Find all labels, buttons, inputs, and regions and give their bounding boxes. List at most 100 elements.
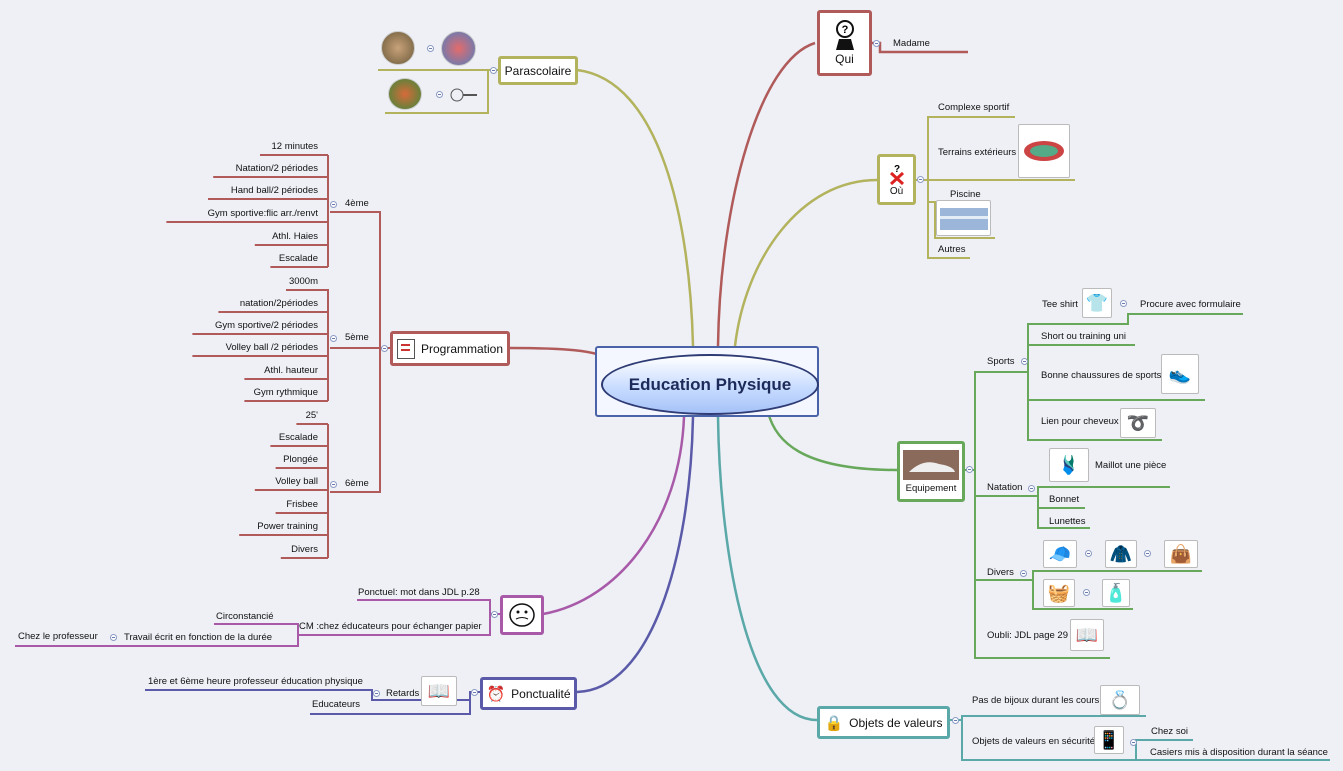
question-person-icon: ? — [835, 20, 854, 50]
ou-item-terrains: Terrains extérieurs — [938, 147, 1017, 158]
collapse-toggle[interactable] — [330, 201, 337, 208]
maillot-label: Maillot une pièce — [1095, 460, 1167, 471]
bag-icon: 👜 — [1164, 540, 1198, 568]
travail-label: Travail écrit en fonction de la durée — [124, 632, 273, 643]
svg-text:?: ? — [841, 24, 848, 36]
bottle-icon: 🧴 — [1102, 579, 1130, 607]
collapse-toggle[interactable] — [330, 335, 337, 342]
book-icon: 📖 — [421, 676, 457, 706]
collapse-toggle[interactable] — [381, 345, 388, 352]
programmation-item: 3000m — [288, 276, 318, 287]
svg-text:?: ? — [893, 164, 899, 175]
collapse-toggle[interactable] — [373, 690, 380, 697]
bonnet-label: Bonnet — [1049, 494, 1080, 505]
swimsuit-icon: 🩱 — [1049, 448, 1089, 482]
sports-label: Sports — [987, 356, 1015, 367]
natation-label: Natation — [987, 482, 1023, 493]
collapse-toggle[interactable] — [1020, 570, 1027, 577]
collapse-toggle[interactable] — [1144, 550, 1151, 557]
programmation-item: Volley ball /2 périodes — [225, 342, 318, 353]
collapse-toggle[interactable] — [491, 611, 498, 618]
programmation-item: Athl. hauteur — [264, 365, 318, 376]
oubli-label: Oubli: JDL page 29 — [987, 630, 1068, 641]
madame-label: Madame — [893, 38, 930, 49]
collapse-toggle[interactable] — [330, 481, 337, 488]
programmation-item: 25' — [305, 410, 318, 421]
collapse-toggle[interactable] — [1120, 300, 1127, 307]
retards-label: Retards — [386, 688, 420, 699]
programmation-item: Hand ball/2 périodes — [230, 185, 318, 196]
chez-prof-label: Chez le professeur — [18, 631, 98, 642]
objets-topic[interactable]: 🔒 Objets de valeurs — [817, 706, 950, 739]
objets-label: Objets de valeurs — [849, 715, 943, 730]
central-topic[interactable]: Education Physique — [595, 346, 819, 417]
lock-icon: 🔒 — [824, 714, 844, 732]
collapse-toggle[interactable] — [966, 466, 973, 473]
collapse-toggle[interactable] — [1028, 485, 1035, 492]
ou-item-autres: Autres — [938, 244, 966, 255]
collapse-toggle[interactable] — [1021, 358, 1028, 365]
shoes-icon: 👟 — [1161, 354, 1199, 394]
programmation-item: Gym sportive/2 périodes — [215, 320, 318, 331]
collapse-toggle[interactable] — [1083, 589, 1090, 596]
cap-icon: 🧢 — [1043, 540, 1077, 568]
phone-icon: 📱 — [1094, 726, 1124, 754]
book-icon: 📖 — [1070, 619, 1104, 651]
programmation-item: 12 minutes — [271, 141, 318, 152]
sport-photo-1 — [381, 31, 415, 65]
sport-photo-2 — [441, 31, 476, 66]
collapse-toggle[interactable] — [1085, 550, 1092, 557]
jewelry-icon: 💍 — [1100, 685, 1140, 715]
group-4eme: 4ème — [345, 198, 369, 209]
collapse-toggle[interactable] — [490, 67, 497, 74]
collapse-toggle[interactable] — [436, 91, 443, 98]
ou-label: Où — [889, 185, 904, 197]
planning-icon — [396, 338, 415, 359]
programmation-item: Escalade — [278, 432, 318, 443]
group-6eme: 6ème — [345, 478, 369, 489]
stadium-picture — [1018, 124, 1070, 178]
alarm-clock-icon: ⏰ — [486, 685, 506, 703]
collapse-toggle[interactable] — [427, 45, 434, 52]
chaussures-label: Bonne chaussures de sports — [1041, 370, 1162, 381]
programmation-item: Power training — [257, 521, 318, 532]
collapse-toggle[interactable] — [471, 689, 478, 696]
collapse-toggle[interactable] — [952, 717, 959, 724]
qui-topic[interactable]: ? Qui — [817, 10, 872, 76]
parascolaire-label: Parascolaire — [504, 63, 572, 78]
programmation-item: Escalade — [278, 253, 318, 264]
programmation-item: Volley ball — [275, 476, 318, 487]
sport-photo-3 — [388, 78, 422, 110]
programmation-label: Programmation — [420, 341, 504, 356]
programmation-topic[interactable]: Programmation — [390, 331, 510, 366]
qui-label: Qui — [835, 52, 854, 66]
ou-item-complexe: Complexe sportif — [938, 102, 1010, 113]
collapse-toggle[interactable] — [917, 176, 924, 183]
towel-icon: 🧺 — [1043, 579, 1075, 607]
ponctualite-topic[interactable]: ⏰ Ponctualité — [480, 677, 577, 710]
tee-shirt-label: Tee shirt — [1042, 299, 1078, 310]
collapse-toggle[interactable] — [873, 40, 880, 47]
divers-label: Divers — [987, 567, 1014, 578]
lien-label: Lien pour cheveux — [1041, 416, 1119, 427]
programmation-item: Divers — [291, 544, 318, 555]
securite-label: Objets de valeurs en sécurité — [972, 736, 1096, 747]
educateurs-label: Educateurs — [312, 699, 361, 710]
circonstancie-label: Circonstancié — [216, 611, 274, 622]
hair-tie-icon: ➰ — [1120, 408, 1156, 438]
equipement-topic[interactable]: Equipement — [897, 441, 965, 502]
chez-soi-label: Chez soi — [1151, 726, 1188, 737]
programmation-item: Athl. Haies — [272, 231, 318, 242]
programmation-item: natation/2périodes — [239, 298, 318, 309]
programmation-item: Plongée — [283, 454, 318, 465]
comportement-topic[interactable] — [500, 595, 544, 635]
ou-topic[interactable]: ? Où — [877, 154, 916, 205]
parascolaire-topic[interactable]: Parascolaire — [498, 56, 578, 85]
collapse-toggle[interactable] — [110, 634, 117, 641]
tee-shirt-icon: 👕 — [1082, 288, 1112, 318]
casiers-label: Casiers mis à disposition durant la séan… — [1150, 747, 1328, 758]
lunettes-label: Lunettes — [1049, 516, 1086, 527]
collapse-toggle[interactable] — [1130, 739, 1137, 746]
face-icon — [509, 603, 535, 627]
